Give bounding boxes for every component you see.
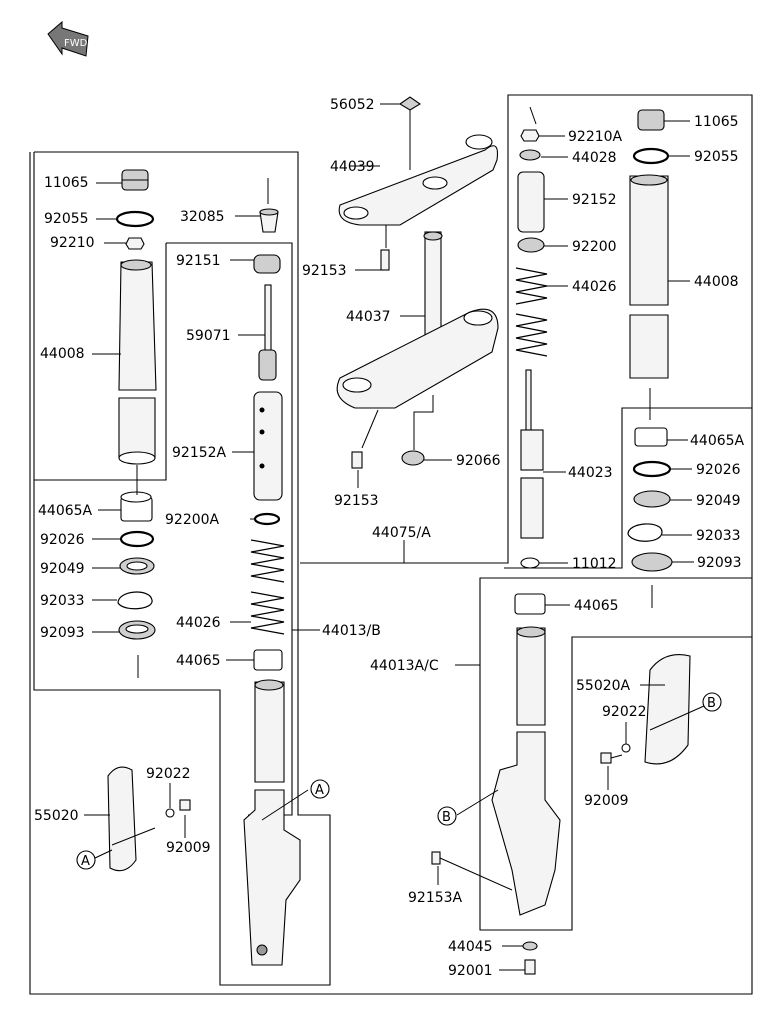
ref-label: A [81,854,90,869]
part-label: 92033 [40,593,85,609]
part-label: 92200A [165,512,220,528]
part-label: 44028 [572,150,617,166]
part-label: 92049 [696,493,741,509]
ref-circle [437,806,457,826]
part-label: 11065 [694,114,739,130]
right-fork-parts [431,106,705,975]
ref-label: B [707,696,716,711]
ref-circle [310,779,330,799]
part-label: 44065A [690,433,745,449]
left-fork-parts [84,169,320,966]
part-label: 92033 [696,528,741,544]
part-label: 92026 [40,532,85,548]
part-label: 92055 [694,149,739,165]
part-label: 92001 [448,963,493,979]
center-labels: 56052 44039 92153 44037 92153 92066 4407… [302,97,501,541]
part-label: 55020 [34,808,79,824]
part-label: 44013A/C [370,658,439,674]
ref-circle [702,692,722,712]
left-labels: 11065 92055 92210 44008 44065A 92026 920… [34,175,381,870]
part-label: 92200 [572,239,617,255]
part-label: 92152 [572,192,617,208]
spring-left [250,539,285,635]
part-label: 44045 [448,939,493,955]
part-label: 92093 [40,625,85,641]
part-label: 92153 [302,263,347,279]
part-label: 44023 [568,465,613,481]
part-label: 44065 [176,653,221,669]
part-label: 44075/A [372,525,431,541]
part-label: 92026 [696,462,741,478]
part-label: 92022 [146,766,191,782]
frames [29,94,753,995]
part-label: 92152A [172,445,227,461]
part-label: 44065 [574,598,619,614]
part-label: 92210A [568,129,623,145]
part-label: 56052 [330,97,375,113]
part-label: 92055 [44,211,89,227]
ref-label: A [315,783,324,798]
part-label: 92151 [176,253,221,269]
part-label: 11065 [44,175,89,191]
ref-label: B [442,810,451,825]
part-label: 92022 [602,704,647,720]
part-label: 92066 [456,453,501,469]
part-label: 44037 [346,309,391,325]
part-label: 44008 [40,346,85,362]
part-label: 92093 [697,555,742,571]
center-clamp-parts [336,96,499,563]
right-labels: 92210A 44028 11065 92055 92152 92200 440… [370,114,745,979]
fwd-arrow-icon: FWD [47,20,89,57]
part-label: 92210 [50,235,95,251]
part-label: 11012 [572,556,617,572]
fwd-label: FWD [64,38,88,49]
ref-circle [76,850,96,870]
part-label: 44026 [176,615,221,631]
part-label: 44039 [330,159,375,175]
part-label: 92153A [408,890,463,906]
part-label: 59071 [186,328,231,344]
part-label: 32085 [180,209,225,225]
part-label: 44013/B [322,623,381,639]
part-label: 92153 [334,493,379,509]
part-label: 92049 [40,561,85,577]
part-label: 44026 [572,279,617,295]
part-label: 92009 [584,793,629,809]
part-label: 44065A [38,503,93,519]
part-label: 55020A [576,678,631,694]
part-label: 92009 [166,840,211,856]
part-label: 44008 [694,274,739,290]
